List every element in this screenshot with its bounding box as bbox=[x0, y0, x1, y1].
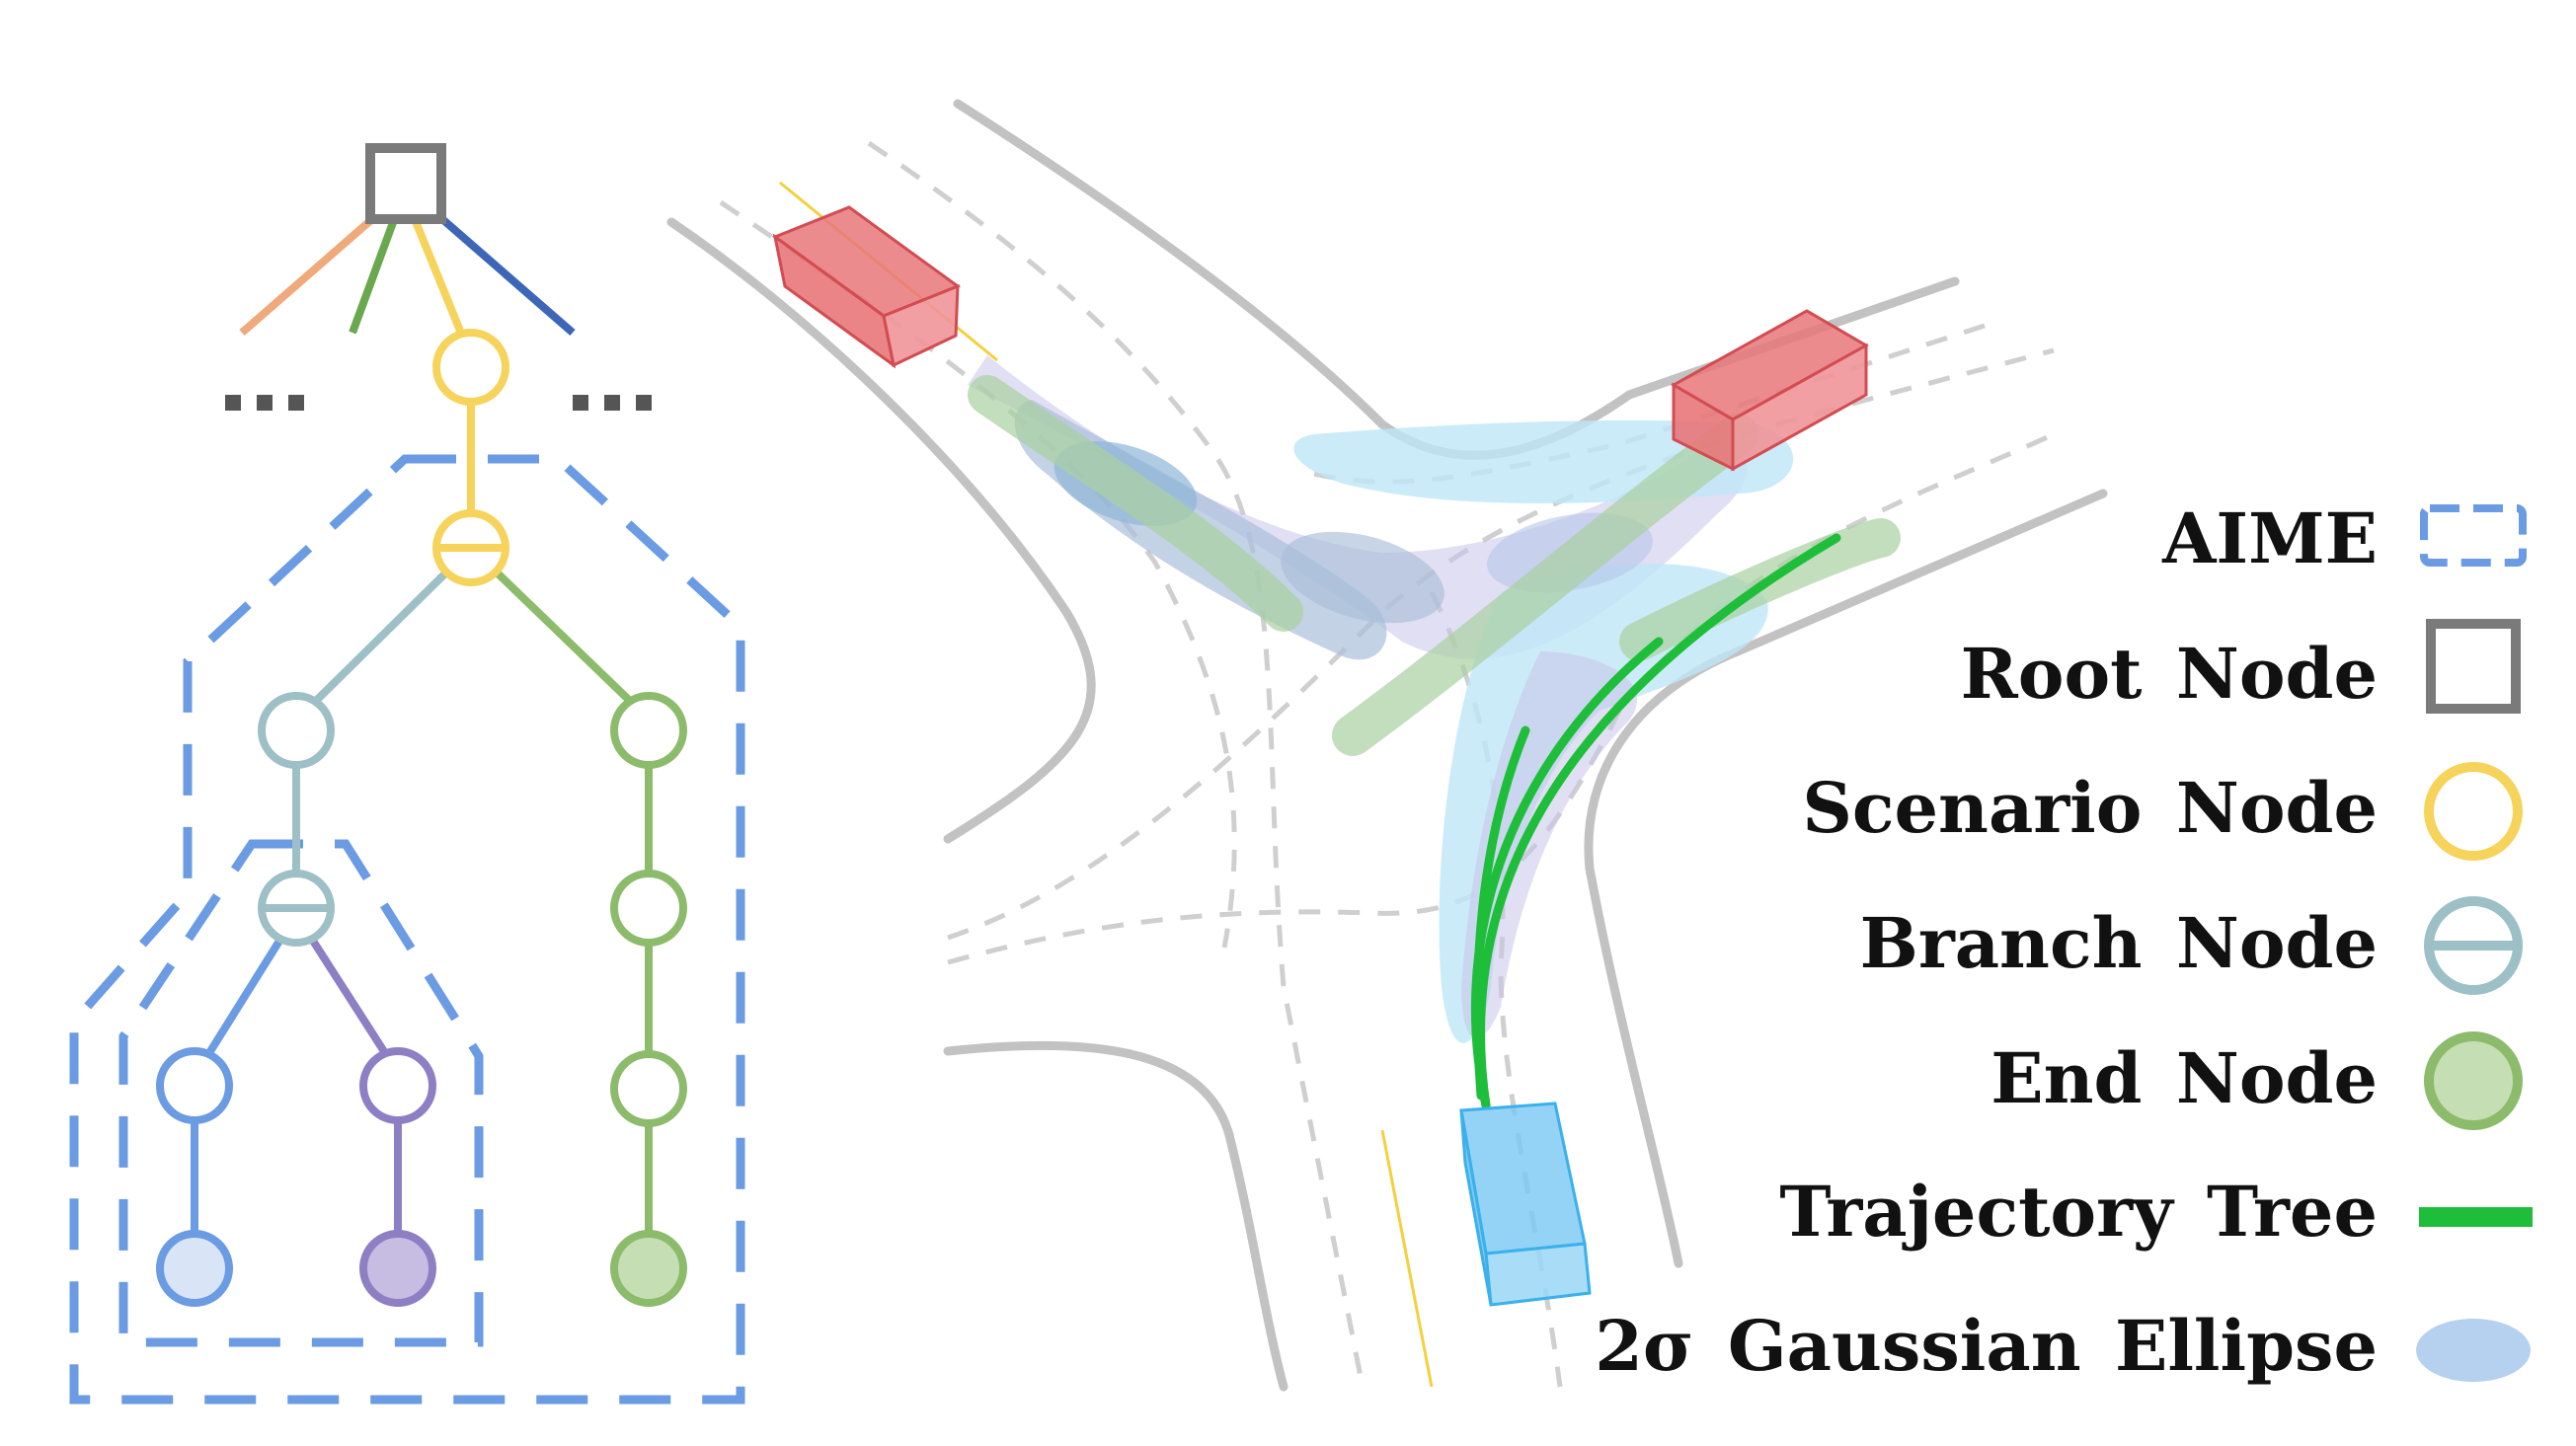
edge-root-green bbox=[349, 215, 399, 335]
legend-ellipse-swatch bbox=[2416, 1319, 2531, 1382]
legend-label-root-node: Root Node bbox=[1961, 633, 2378, 715]
vehicle-red-right bbox=[1670, 309, 1870, 472]
aime-outer-boundary bbox=[69, 454, 745, 1405]
scenario-node-green-2 bbox=[610, 870, 687, 947]
legend-aime-swatch bbox=[2420, 504, 2527, 567]
end-node-blue bbox=[156, 1230, 233, 1307]
trajectory-tree bbox=[1470, 533, 1841, 1110]
legend-label-scenario-node: Scenario Node bbox=[1802, 767, 2378, 849]
scenario-node-green-3 bbox=[610, 1050, 687, 1127]
legend-branch-swatch bbox=[2424, 896, 2523, 995]
tree-diagram bbox=[69, 143, 745, 1405]
end-node-bands bbox=[968, 375, 1901, 756]
legend-end-swatch bbox=[2424, 1031, 2523, 1130]
legend-label-end-node: End Node bbox=[1991, 1037, 2378, 1119]
scenario-node-teal bbox=[258, 692, 335, 769]
legend-label-gaussian-ellipse: 2σ Gaussian Ellipse bbox=[1595, 1305, 2378, 1387]
aime-inner-boundary bbox=[118, 839, 484, 1347]
ego-vehicle bbox=[1459, 1102, 1592, 1307]
edge-branch-left bbox=[311, 567, 452, 706]
branch-node-teal bbox=[258, 870, 335, 947]
legend-label-trajectory-tree: Trajectory Tree bbox=[1779, 1171, 2378, 1253]
edge-root-yellow bbox=[411, 217, 466, 338]
end-node-green bbox=[610, 1230, 687, 1307]
end-node-purple bbox=[359, 1230, 436, 1307]
road-scene bbox=[666, 99, 2108, 1392]
legend-label-aime: AIME bbox=[2161, 497, 2378, 579]
scenario-node-blue bbox=[156, 1047, 233, 1124]
branch-node-yellow bbox=[432, 509, 509, 586]
scenario-node bbox=[432, 329, 509, 406]
center-line-bottom bbox=[1380, 1129, 1434, 1388]
legend-root-swatch bbox=[2426, 619, 2521, 714]
scenario-node-green-1 bbox=[610, 692, 687, 769]
edge-teal-blue bbox=[203, 935, 285, 1059]
scenario-node-purple bbox=[359, 1047, 436, 1124]
vehicle-red-left bbox=[771, 205, 962, 369]
legend-scenario-swatch bbox=[2424, 762, 2523, 861]
ellipsis-right bbox=[573, 395, 652, 411]
legend-trajectory-swatch bbox=[2419, 1207, 2533, 1227]
root-node bbox=[365, 143, 446, 224]
legend-label-branch-node: Branch Node bbox=[1860, 902, 2378, 984]
edge-root-orange bbox=[239, 208, 383, 337]
ellipsis-left bbox=[225, 395, 304, 411]
edge-branch-right bbox=[491, 567, 635, 706]
edge-root-darkblue bbox=[431, 208, 576, 337]
legend: AIME Root Node Scenario Node Branch Node… bbox=[1595, 497, 2533, 1387]
edge-teal-purple bbox=[307, 935, 391, 1059]
